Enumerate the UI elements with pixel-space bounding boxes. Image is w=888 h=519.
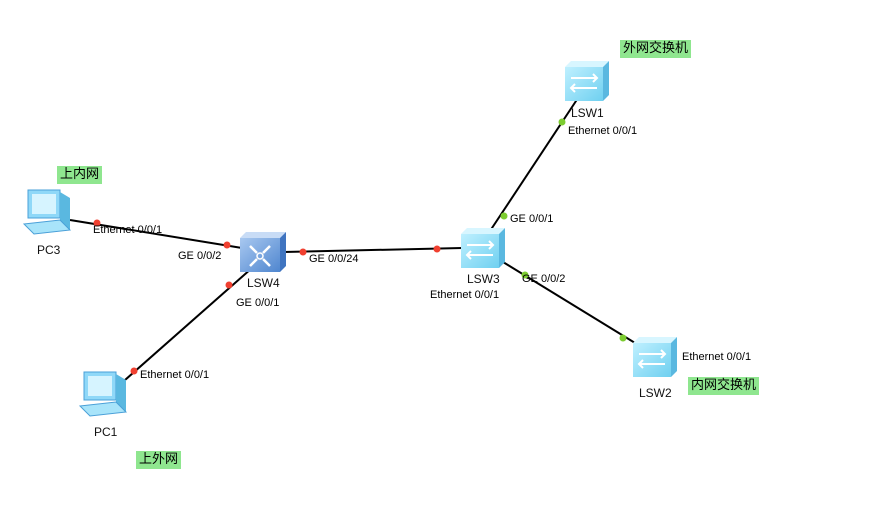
port-status-dot <box>130 367 138 375</box>
port-label: GE 0/0/2 <box>522 273 565 285</box>
link-pc3-lsw4[interactable]: Ethernet 0/0/1 GE 0/0/2 <box>69 219 243 263</box>
device-lsw4[interactable]: LSW4 <box>240 232 286 290</box>
device-pc3[interactable]: PC3 <box>23 189 71 257</box>
link-lsw3-lsw1[interactable]: GE 0/0/1 Ethernet 0/0/1 <box>487 97 637 235</box>
device-label: LSW3 <box>467 272 500 286</box>
switch-icon <box>460 227 506 269</box>
port-label: Ethernet 0/0/1 <box>430 289 499 301</box>
device-label: LSW4 <box>247 276 280 290</box>
switch-icon <box>632 336 678 378</box>
switch-icon <box>564 60 610 102</box>
port-status-dot <box>433 245 441 253</box>
note-pc1[interactable]: 上外网 <box>136 451 182 469</box>
port-label: Ethernet 0/0/1 <box>682 351 751 363</box>
device-label: LSW2 <box>639 386 672 400</box>
link-lsw3-lsw2[interactable]: GE 0/0/2 Ethernet 0/0/1 <box>502 261 751 363</box>
note-pc3[interactable]: 上内网 <box>57 166 103 184</box>
pc-icon <box>23 189 71 235</box>
note-lsw1[interactable]: 外网交换机 <box>620 40 692 58</box>
link-pc1-lsw4[interactable]: Ethernet 0/0/1 GE 0/0/1 <box>124 267 279 381</box>
device-label: PC1 <box>94 425 118 439</box>
port-label: Ethernet 0/0/1 <box>93 224 162 236</box>
pc-icon <box>79 371 127 417</box>
port-label: GE 0/0/1 <box>236 297 279 309</box>
note-lsw2[interactable]: 内网交换机 <box>688 377 760 395</box>
port-status-dot <box>223 241 231 249</box>
port-status-dot <box>619 334 627 342</box>
l3-switch-icon <box>240 232 286 272</box>
port-status-dot <box>299 248 307 256</box>
port-status-dot <box>500 212 508 220</box>
device-label: PC3 <box>37 243 61 257</box>
device-lsw2[interactable]: LSW2 <box>632 336 678 400</box>
port-label: GE 0/0/2 <box>178 250 221 262</box>
port-status-dot <box>558 118 566 126</box>
device-pc1[interactable]: PC1 <box>79 371 127 439</box>
device-lsw1[interactable]: LSW1 <box>564 60 610 120</box>
port-label: GE 0/0/24 <box>309 253 359 265</box>
port-label: Ethernet 0/0/1 <box>140 369 209 381</box>
port-status-dot <box>225 281 233 289</box>
port-status-dot <box>93 219 101 227</box>
link-lsw4-lsw3[interactable]: GE 0/0/24 Ethernet 0/0/1 <box>283 245 499 302</box>
device-lsw3[interactable]: LSW3 <box>460 227 506 286</box>
port-label: GE 0/0/1 <box>510 213 553 225</box>
port-status-dot <box>521 271 529 279</box>
port-label: Ethernet 0/0/1 <box>568 125 637 137</box>
device-label: LSW1 <box>571 106 604 120</box>
